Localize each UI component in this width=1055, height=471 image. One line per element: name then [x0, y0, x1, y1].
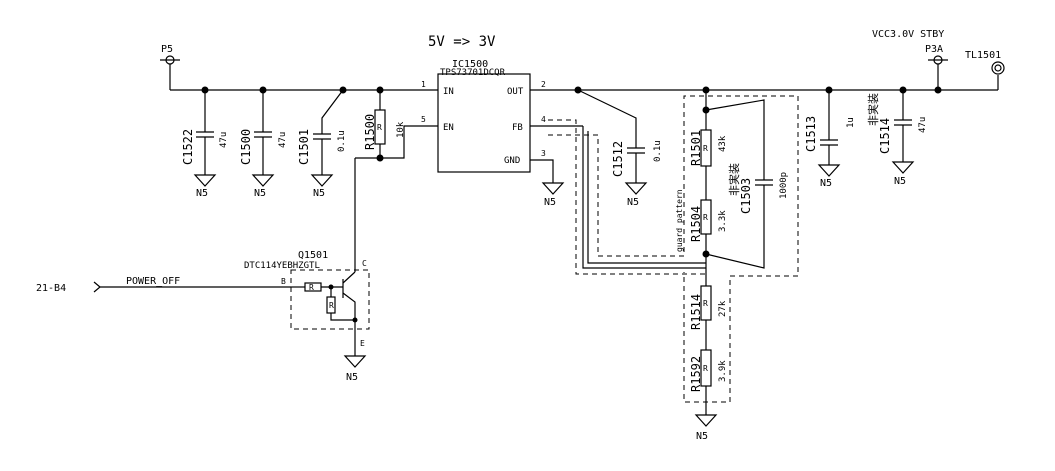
c1500-ref: C1500: [239, 129, 253, 165]
r1504-ref: R1504: [689, 206, 703, 242]
c1522-value: 47u: [219, 132, 229, 148]
r1500-ref: R1500: [363, 114, 377, 150]
r1504-symbol: R: [703, 213, 708, 222]
ground-label: N5: [196, 188, 208, 199]
c1512-ref: C1512: [611, 141, 625, 177]
junction-dot: [328, 284, 334, 290]
r1500-symbol: R: [377, 123, 382, 132]
ic1500-part: TPS73701DCQR: [440, 68, 506, 78]
guard-pattern-outline: [548, 95, 799, 403]
resistor-r1500: [374, 90, 386, 158]
p3a-port-symbol: [928, 55, 948, 65]
q1501-be-resistor-symbol: R: [329, 301, 334, 310]
r1501-value: 43k: [718, 135, 728, 152]
capacitor-c1522: [193, 90, 217, 187]
ic-gnd-connection: [530, 159, 565, 195]
ground-label: N5: [346, 372, 358, 383]
ground-label: N5: [544, 197, 556, 208]
ic-pin-1-number: 1: [421, 80, 426, 89]
c1500-value: 47u: [278, 132, 288, 148]
c1503-ref: C1503: [739, 178, 753, 214]
p5-port-label: P5: [161, 44, 173, 55]
c1514-ref: C1514: [878, 118, 892, 154]
r1514-value: 27k: [718, 300, 728, 317]
capacitor-c1500: [251, 90, 275, 187]
r1592-symbol: R: [703, 364, 708, 373]
c1514-note: 非実装: [866, 93, 880, 126]
tl1501-label: TL1501: [965, 50, 1001, 61]
ic-pin-3-number: 3: [541, 149, 546, 158]
resistor-r1514: [700, 285, 712, 350]
vcc-net-label: VCC3.0V STBY: [872, 29, 944, 40]
c1513-value: 1u: [846, 117, 856, 128]
ic1500-ref: IC1500: [452, 59, 488, 70]
q1501-pin-e: E: [360, 339, 365, 348]
ground-label: N5: [696, 431, 708, 442]
ic-pin-2-number: 2: [541, 80, 546, 89]
power-off-net-label: POWER_OFF: [126, 276, 180, 287]
guard-pattern-trace: [548, 119, 706, 275]
p5-port-symbol: [160, 55, 180, 65]
p3a-port-label: P3A: [925, 44, 943, 55]
ground-label: N5: [254, 188, 266, 199]
off-sheet-arrow-icon: [93, 281, 101, 293]
ground-label: N5: [894, 176, 906, 187]
ic-pin-in-label: IN: [443, 87, 454, 97]
fb-trace-inner: [587, 131, 706, 264]
r1504-value: 3.3k: [718, 210, 728, 232]
c1503-note: 非実装: [727, 163, 741, 196]
c1514-value: 47u: [918, 117, 928, 133]
capacitor-c1513: [817, 90, 841, 177]
q1501-pin-c: C: [362, 259, 367, 268]
q1501-base-resistor-symbol: R: [309, 283, 314, 292]
c1501-value: 0.1u: [337, 130, 347, 152]
q1501-ref: Q1501: [298, 250, 328, 261]
ground-label: N5: [313, 188, 325, 199]
r1514-symbol: R: [703, 299, 708, 308]
ic-pin-gnd-label: GND: [504, 156, 520, 166]
r1501-symbol: R: [703, 144, 708, 153]
r1500-value: 10k: [396, 121, 406, 138]
ic-pin-out-label: OUT: [507, 87, 524, 97]
r1592-ref: R1592: [689, 356, 703, 392]
ic-pin-4-number: 4: [541, 115, 546, 124]
test-point-tl1501-symbol: [991, 61, 1005, 75]
c1501-ref: C1501: [297, 129, 311, 165]
ic1500-body: [437, 73, 531, 173]
ic-pin-5-number: 5: [421, 115, 426, 124]
c1522-ref: C1522: [181, 129, 195, 165]
en-wire: [355, 125, 438, 159]
capacitor-c1503: [705, 99, 773, 269]
junction-dot: [352, 317, 358, 323]
resistor-r1501: [700, 129, 712, 200]
r1592-value: 3.9k: [718, 360, 728, 382]
ic-pin-en-label: EN: [443, 123, 454, 133]
off-sheet-ref: 21-B4: [36, 283, 66, 294]
q1501-outline: [290, 269, 370, 330]
r1501-ref: R1501: [689, 130, 703, 166]
c1513-ref: C1513: [804, 116, 818, 152]
q1501-part: DTC114YEBHZGTL: [244, 261, 320, 271]
c1503-value: 1000p: [779, 172, 789, 199]
capacitor-c1514: [891, 90, 915, 174]
q1501-transistor-symbol: [291, 271, 367, 368]
c1512-value: 0.1u: [653, 140, 663, 162]
ic-pin-fb-label: FB: [512, 123, 523, 133]
capacitor-c1512: [577, 89, 648, 195]
resistor-r1504: [700, 199, 712, 286]
r1514-ref: R1514: [689, 294, 703, 330]
q1501-pin-b: B: [281, 277, 286, 286]
resistor-r1592: [694, 349, 718, 427]
guard-pattern-label: guard pattern: [675, 189, 684, 252]
fb-trace-outer: [582, 126, 706, 269]
capacitor-c1501: [310, 89, 344, 187]
schematic-title: 5V => 3V: [428, 34, 496, 50]
ground-label: N5: [820, 178, 832, 189]
ground-label: N5: [627, 197, 639, 208]
